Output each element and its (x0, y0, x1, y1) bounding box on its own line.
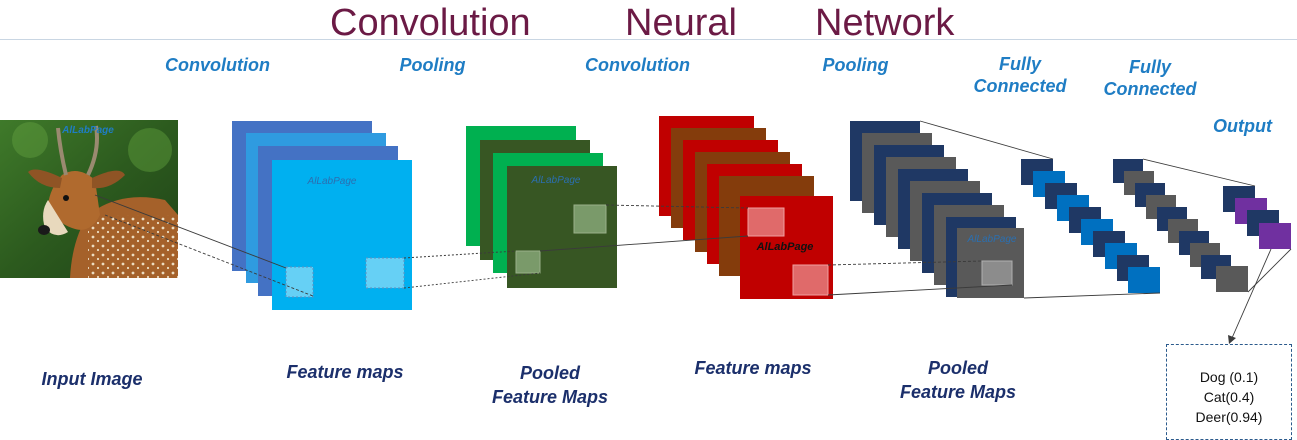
conv2-pool-window (792, 264, 829, 296)
connector-line (605, 204, 749, 209)
stage-label-pooling-1: Pooling (399, 55, 466, 75)
pooled-2-line1: Pooled (927, 358, 988, 378)
connector-line (919, 120, 1054, 160)
output-neuron (1259, 223, 1291, 249)
input-image-foliage (12, 122, 48, 158)
stage-label-pooling-2: Pooling (822, 55, 889, 75)
input-image: AlLabPage (0, 120, 178, 278)
fc1-layer (1021, 159, 1160, 293)
pool1-cell (515, 250, 541, 274)
pool2-cell (981, 260, 1013, 286)
conv2-feature-maps: AlLabPage (659, 116, 833, 299)
title-neural: Neural (625, 2, 737, 44)
fc2-neuron (1216, 266, 1248, 292)
output-class-cat: Cat(0.4) (1203, 389, 1255, 405)
conv2-filter-window (747, 207, 785, 237)
connector-line (827, 284, 1013, 296)
label-feature-maps-1: Feature maps (286, 362, 404, 382)
pool1-filter-window (573, 204, 607, 234)
fc1-neuron (1128, 267, 1160, 293)
stage-label-output: Output (1213, 116, 1272, 136)
label-pooled-feature-maps-2: Pooled Feature Maps (878, 356, 1038, 404)
conv2-watermark: AlLabPage (756, 241, 814, 253)
connector-line (827, 260, 983, 266)
connector-line (539, 235, 749, 252)
output-layer (1223, 186, 1291, 249)
label-feature-maps-2: Feature maps (694, 358, 812, 378)
connector-line (403, 250, 517, 259)
deer-icon (28, 125, 178, 278)
label-pooled-feature-maps-1: Pooled Feature Maps (470, 361, 630, 409)
output-arrowhead (1228, 335, 1236, 344)
stage-label-fully-connected-2: Fully Connected (1090, 56, 1210, 100)
fc2-layer (1113, 159, 1248, 292)
input-image-foliage (128, 128, 172, 172)
pool2-feature-maps: AlLabPage (850, 121, 1024, 298)
connector-line (104, 214, 314, 297)
connector-line (1247, 248, 1292, 293)
connector-line (1142, 158, 1256, 187)
label-input-image: Input Image (41, 369, 143, 389)
connector-line (94, 194, 287, 269)
output-class-deer: Deer(0.94) (1195, 409, 1263, 425)
output-arrow-line (1231, 248, 1272, 339)
pooled-2-line2: Feature Maps (899, 382, 1017, 402)
fully-connected-2-line1: Fully (1128, 57, 1171, 77)
conv1-feature-maps: AlLabPage (232, 121, 412, 310)
title-convolution: Convolution (330, 2, 531, 44)
stage-label-convolution-1: Convolution (165, 55, 270, 75)
pool2-watermark: AlLabPage (967, 234, 1017, 245)
conv1-pool-window (365, 257, 405, 289)
conv1-watermark: AlLabPage (307, 176, 357, 187)
output-probabilities-box: Dog (0.1) Cat(0.4) Deer(0.94) (1166, 344, 1292, 440)
connector-line (1023, 292, 1161, 299)
pool1-watermark: AlLabPage (531, 175, 581, 186)
input-watermark: AlLabPage (61, 125, 114, 136)
title-network: Network (815, 2, 955, 44)
stage-label-convolution-2: Convolution (585, 55, 690, 75)
fully-connected-1-line1: Fully (998, 54, 1041, 74)
title-divider (0, 39, 1297, 40)
conv1-filter-window (285, 266, 314, 298)
connector-lines (94, 120, 1292, 344)
fully-connected-2-line2: Connected (1103, 79, 1197, 99)
pool1-feature-maps: AlLabPage (466, 126, 617, 288)
fully-connected-1-line2: Connected (973, 76, 1067, 96)
pooled-1-line1: Pooled (519, 363, 580, 383)
pooled-1-line2: Feature Maps (491, 387, 609, 407)
stage-label-fully-connected-1: Fully Connected (960, 53, 1080, 97)
connector-line (403, 272, 541, 289)
output-class-dog: Dog (0.1) (1199, 369, 1259, 385)
